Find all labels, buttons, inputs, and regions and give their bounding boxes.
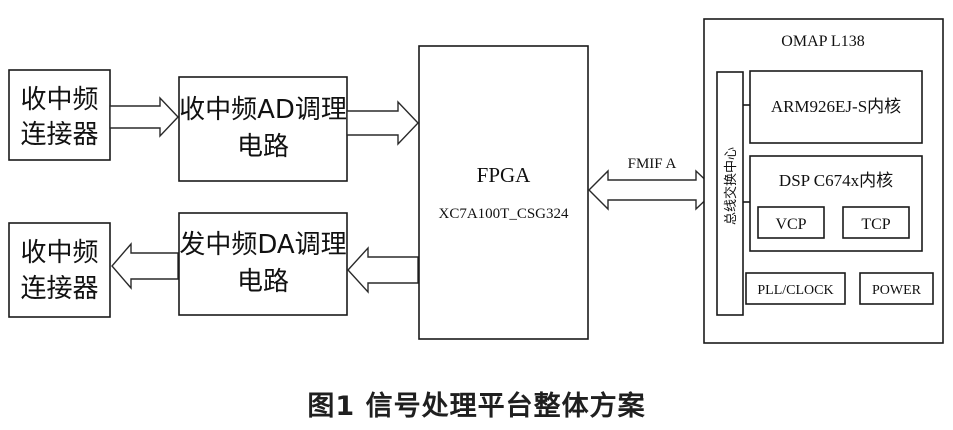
figure-caption: 图1 信号处理平台整体方案 bbox=[307, 391, 646, 422]
rx-if-ad-label-line2: 电路 bbox=[237, 132, 289, 162]
rx-if-ad-label-line1: 收中频AD调理 bbox=[179, 95, 347, 125]
arm-core-label: ARM926EJ-S内核 bbox=[771, 97, 901, 116]
rx-if-ad-box bbox=[178, 76, 348, 182]
fpga-part-number: XC7A100T_CSG324 bbox=[438, 206, 569, 222]
tx-connector-label-line2: 连接器 bbox=[20, 274, 98, 304]
omap-title: OMAP L138 bbox=[781, 33, 864, 50]
system-block-diagram: 收中频 连接器 收中频AD调理 电路 收中频 连接器 发中频DA调理 电路 FP… bbox=[8, 18, 944, 344]
fpga-box bbox=[418, 45, 589, 340]
tcp-label: TCP bbox=[861, 216, 890, 233]
vcp-box bbox=[757, 206, 825, 239]
vcp-label: VCP bbox=[775, 216, 806, 233]
arrow-da-to-tx-connector bbox=[111, 242, 179, 290]
fmif-a-bidirectional-arrow bbox=[588, 169, 718, 211]
bus-hub-box bbox=[716, 71, 744, 316]
arrow-rx-connector-to-ad bbox=[109, 96, 179, 138]
tx-connector-label-line1: 收中频 bbox=[20, 238, 98, 268]
fmif-a-label: FMIF A bbox=[628, 156, 677, 172]
bus-hub-label: 总线交换中心 bbox=[723, 147, 739, 225]
rx-connector-box bbox=[8, 69, 111, 161]
pll-clock-box bbox=[745, 272, 846, 305]
arm-core-box bbox=[749, 70, 923, 144]
rx-connector-label-line1: 收中频 bbox=[20, 85, 98, 115]
tcp-box bbox=[842, 206, 910, 239]
rx-connector-label-line2: 连接器 bbox=[20, 120, 98, 150]
power-box bbox=[859, 272, 934, 305]
tx-connector-box bbox=[8, 222, 111, 318]
fpga-title: FPGA bbox=[477, 163, 532, 187]
arrow-ad-to-fpga bbox=[346, 100, 419, 146]
arrow-fpga-to-da bbox=[347, 246, 419, 294]
tx-if-da-label-line1: 发中频DA调理 bbox=[179, 230, 346, 260]
tx-if-da-box bbox=[178, 212, 348, 316]
dsp-core-label: DSP C674x内核 bbox=[779, 171, 893, 190]
power-label: POWER bbox=[872, 283, 922, 298]
tx-if-da-label-line2: 电路 bbox=[237, 267, 289, 297]
pll-clock-label: PLL/CLOCK bbox=[757, 283, 833, 298]
